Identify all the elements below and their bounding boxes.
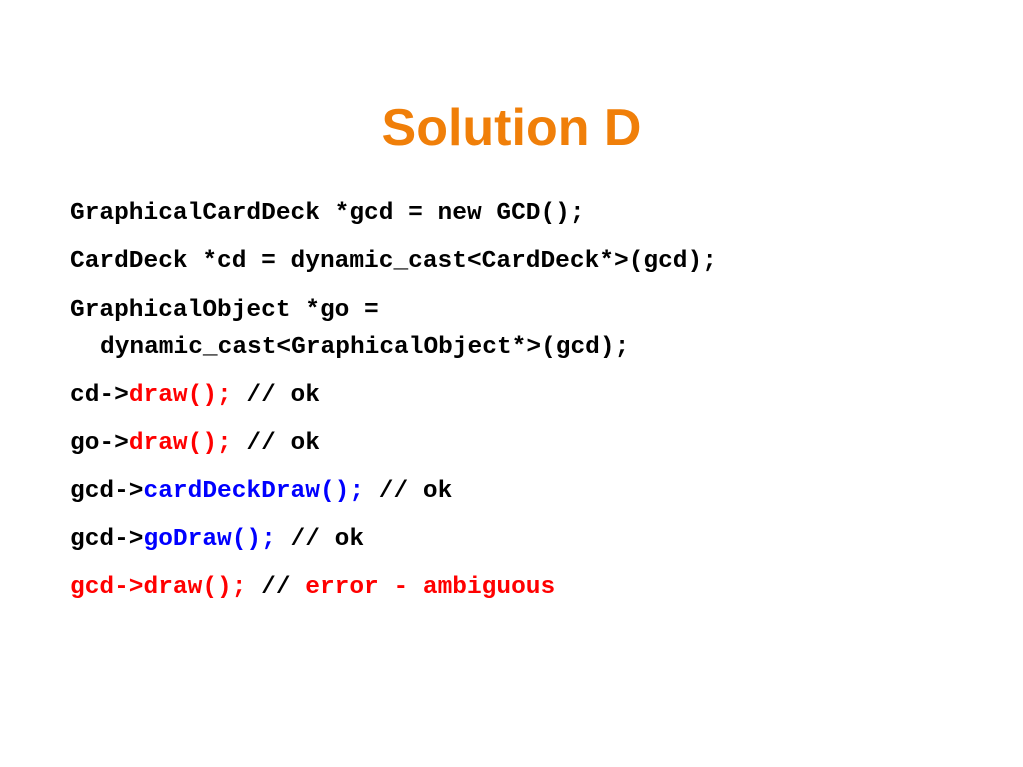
code-line-2: CardDeck *cd = dynamic_cast<CardDeck*>(g… — [70, 244, 1000, 280]
code-text-continuation: dynamic_cast<GraphicalObject*>(gcd); — [100, 334, 630, 361]
code-prefix: gcd-> — [70, 526, 144, 553]
code-comment-slashes: // — [246, 574, 291, 601]
code-text: CardDeck *cd = dynamic_cast<CardDeck*>(g… — [70, 248, 717, 275]
code-call-highlight: draw(); — [128, 430, 232, 457]
code-prefix: cd-> — [70, 382, 129, 409]
code-call-highlight: cardDeckDraw(); — [143, 478, 365, 505]
code-call-error: gcd->draw(); — [70, 574, 247, 601]
code-line-4: cd->draw(); // ok — [70, 378, 1000, 414]
slide-title: Solution D — [381, 99, 642, 157]
code-line-3: GraphicalObject *go = dynamic_cast<Graphi… — [70, 292, 1000, 366]
code-line-5: go->draw(); // ok — [70, 426, 1000, 462]
code-block: GraphicalCardDeck *gcd = new GCD(); Card… — [70, 196, 1000, 618]
code-prefix: gcd-> — [70, 478, 144, 505]
code-prefix: go-> — [70, 430, 129, 457]
code-comment: // ok — [364, 478, 453, 505]
code-comment: // ok — [231, 382, 320, 409]
code-comment: // ok — [275, 526, 365, 553]
code-line-7: gcd->goDraw(); // ok — [70, 522, 1000, 558]
code-text: GraphicalCardDeck *gcd = new GCD(); — [70, 200, 585, 227]
code-text: GraphicalObject *go = — [70, 297, 379, 324]
code-line-8: gcd->draw(); // error - ambiguous — [70, 570, 1000, 606]
code-line-6: gcd->cardDeckDraw(); // ok — [70, 474, 1000, 510]
code-comment: // ok — [231, 430, 320, 457]
code-line-1: GraphicalCardDeck *gcd = new GCD(); — [70, 196, 1000, 232]
code-call-highlight: goDraw(); — [143, 526, 276, 553]
code-comment-error: error - ambiguous — [290, 574, 556, 601]
code-call-highlight: draw(); — [128, 382, 232, 409]
